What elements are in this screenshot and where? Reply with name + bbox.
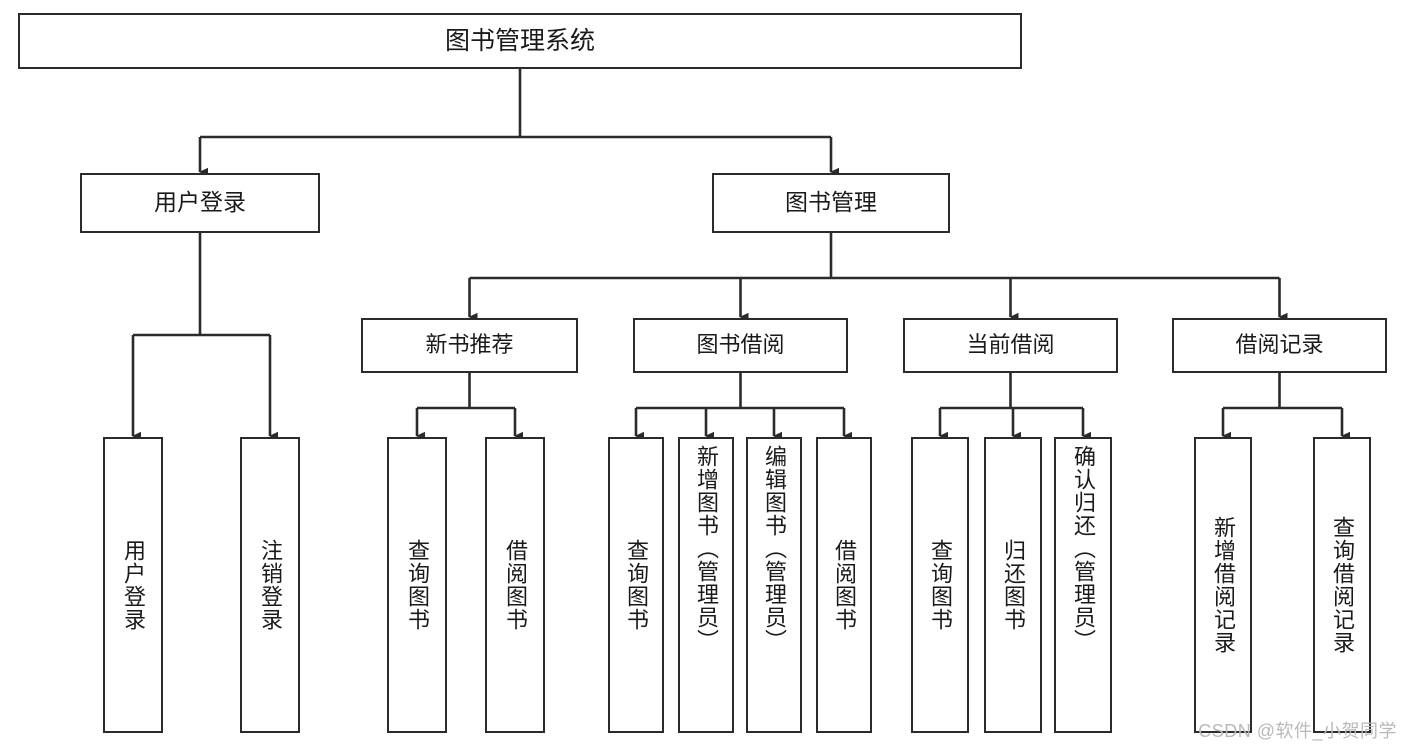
node-label: 查询借阅记录 — [1330, 516, 1355, 654]
node-label: 归还图书 — [1001, 539, 1026, 631]
node-label: 图书借阅 — [696, 332, 785, 358]
node-leaf-query-book-2[interactable]: 查询图书 — [608, 437, 664, 733]
node-leaf-add-record[interactable]: 新增借阅记录 — [1194, 437, 1252, 733]
node-leaf-query-book-3[interactable]: 查询图书 — [911, 437, 969, 733]
node-new-book-recommend[interactable]: 新书推荐 — [361, 318, 578, 373]
node-leaf-user-login[interactable]: 用户登录 — [103, 437, 163, 733]
node-book-manage[interactable]: 图书管理 — [712, 173, 950, 233]
node-label: 查询图书 — [624, 539, 649, 631]
node-label: 用户登录 — [154, 189, 246, 216]
node-label: 注销登录 — [258, 539, 283, 631]
node-label: 新增借阅记录 — [1211, 516, 1236, 654]
node-label: 查询图书 — [928, 539, 953, 631]
node-leaf-return-book[interactable]: 归还图书 — [984, 437, 1042, 733]
node-current-borrow[interactable]: 当前借阅 — [903, 318, 1118, 373]
node-leaf-logout[interactable]: 注销登录 — [240, 437, 300, 733]
node-book-borrow[interactable]: 图书借阅 — [633, 318, 848, 373]
node-label: 当前借阅 — [966, 332, 1055, 358]
node-label: 新增图书（管理员） — [694, 445, 719, 652]
node-label: 借阅图书 — [832, 539, 857, 631]
node-label: 借阅图书 — [503, 539, 528, 631]
node-label: 用户登录 — [121, 539, 146, 631]
node-label: 图书管理 — [785, 189, 877, 216]
node-borrow-record[interactable]: 借阅记录 — [1172, 318, 1387, 373]
node-leaf-query-book-1[interactable]: 查询图书 — [387, 437, 447, 733]
node-user-login[interactable]: 用户登录 — [80, 173, 320, 233]
node-leaf-add-book[interactable]: 新增图书（管理员） — [678, 437, 734, 733]
watermark-text: CSDN @软件_小贺同学 — [1198, 721, 1397, 741]
node-label: 图书管理系统 — [444, 27, 595, 55]
node-leaf-edit-book[interactable]: 编辑图书（管理员） — [746, 437, 802, 733]
node-leaf-borrow-book-1[interactable]: 借阅图书 — [485, 437, 545, 733]
node-label: 借阅记录 — [1235, 332, 1324, 358]
node-label: 查询图书 — [405, 539, 430, 631]
node-root[interactable]: 图书管理系统 — [18, 13, 1022, 69]
node-label: 新书推荐 — [425, 332, 514, 358]
node-leaf-borrow-book-2[interactable]: 借阅图书 — [816, 437, 872, 733]
node-leaf-query-record[interactable]: 查询借阅记录 — [1313, 437, 1371, 733]
node-label: 编辑图书（管理员） — [762, 445, 787, 652]
node-label: 确认归还（管理员） — [1071, 445, 1096, 652]
node-leaf-confirm-return[interactable]: 确认归还（管理员） — [1054, 437, 1112, 733]
